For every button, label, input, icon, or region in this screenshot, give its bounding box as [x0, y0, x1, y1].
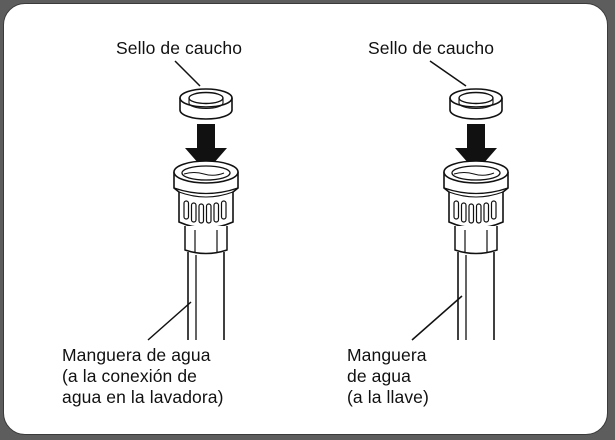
right-hose-label: Manguera de agua (a la llave)	[347, 345, 429, 407]
right-hose-assembly	[411, 60, 509, 341]
left-hose-label: Manguera de agua (a la conexión de agua …	[62, 345, 224, 407]
right-seal-label: Sello de caucho	[368, 38, 495, 58]
right-seal-leader-line	[429, 60, 467, 87]
left-seal-leader-line	[174, 60, 201, 87]
left-seal-label: Sello de caucho	[116, 38, 243, 58]
left-hose-assembly	[147, 60, 239, 341]
left-hose-leader-line	[147, 301, 192, 341]
right-hose-leader-line	[411, 295, 463, 341]
diagram-panel	[3, 3, 608, 435]
